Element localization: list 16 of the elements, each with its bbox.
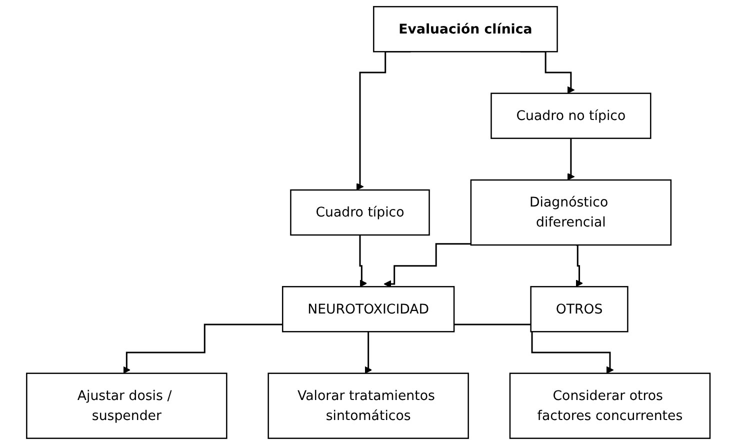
arrow: [384, 243, 472, 288]
node-box: Ajustar dosis / suspender: [26, 372, 228, 439]
node-box: NEUROTOXICIDAD: [282, 286, 455, 332]
arrow: [454, 324, 614, 374]
node-box: OTROS: [530, 286, 628, 332]
arrow: [359, 234, 368, 288]
arrow: [567, 138, 575, 180]
arrow: [364, 330, 372, 374]
node-box: Considerar otros factores concurrentes: [510, 372, 711, 439]
arrow: [123, 324, 283, 374]
node-box: Cuadro no típico: [490, 92, 652, 139]
node-box: Valorar tratamientos sintomáticos: [268, 372, 470, 439]
node-box: Evaluación clínica: [373, 6, 558, 52]
node-box: Cuadro típico: [290, 189, 430, 236]
arrow: [576, 244, 584, 287]
node-box: Diagnóstico diferencial: [470, 179, 672, 246]
